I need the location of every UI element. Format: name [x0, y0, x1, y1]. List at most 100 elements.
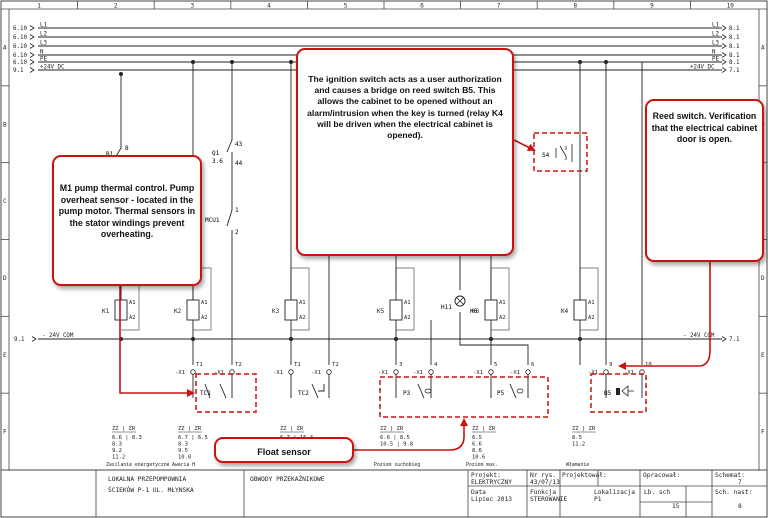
- svg-text:B5: B5: [604, 390, 612, 397]
- svg-text:43: 43: [235, 141, 243, 148]
- rail-left-ref: 6.10: [13, 44, 27, 50]
- float-switch-p3: P3: [395, 380, 432, 399]
- location-value: P1: [594, 496, 602, 503]
- terminal-T2: T2-X1: [311, 362, 339, 380]
- terminal-T2: T2 -X1: [214, 362, 242, 380]
- svg-text:T1: T1: [294, 362, 301, 368]
- svg-text:Włamanie: Włamanie: [566, 462, 589, 468]
- svg-text:Poziom max.: Poziom max.: [466, 462, 498, 468]
- svg-text:-X1: -X1: [624, 370, 634, 376]
- rail-left-ref: 6.10: [13, 60, 27, 66]
- svg-text:9.5: 9.5: [178, 448, 188, 454]
- svg-text:9: 9: [609, 362, 612, 368]
- rail-arrow: [721, 34, 727, 40]
- svg-text:1: 1: [235, 207, 239, 214]
- svg-text:5: 5: [494, 362, 497, 368]
- project-value: ELEKTRYCZNY: [471, 479, 512, 486]
- ignition-arrow: [513, 139, 536, 151]
- rail-left-ref: 9.1: [13, 68, 24, 74]
- svg-text:9.2: 9.2: [112, 448, 122, 454]
- rail-right-label: +24V DC: [690, 65, 715, 71]
- row-grid: AABBCCDDEEFF: [1, 44, 767, 436]
- b5-highlight-box: [590, 373, 647, 413]
- svg-text:6.6 | 8.5: 6.6 | 8.5: [380, 435, 410, 441]
- row-letter: D: [3, 275, 7, 282]
- rail-arrow: [29, 67, 35, 73]
- svg-text:Lokalizacja: Lokalizacja: [594, 489, 635, 496]
- float-switch-highlight-box: [379, 376, 549, 418]
- svg-text:K2: K2: [174, 308, 182, 315]
- terminal-9: 9 -X1: [588, 362, 612, 380]
- svg-text:MCU1: MCU1: [205, 217, 220, 224]
- sheet-title: OBWODY PRZEKAŹNIKOWE: [250, 474, 325, 483]
- rail-right-ref: 8.1: [729, 60, 740, 66]
- rail-right-ref: 8.1: [729, 35, 740, 41]
- svg-text:K4: K4: [561, 308, 569, 315]
- svg-text:K5: K5: [377, 308, 385, 315]
- svg-text:A1: A1: [201, 300, 208, 306]
- rail-right-label: L3: [712, 41, 719, 47]
- row-letter: B: [3, 121, 7, 128]
- svg-text:-X1: -X1: [473, 370, 483, 376]
- thermal-control-callout: M1 pump thermal control. Pump overheat s…: [52, 155, 202, 286]
- reed-switch-callout: Reed switch. Verification that the elect…: [645, 99, 764, 262]
- column-number: 7: [497, 3, 501, 10]
- rail-right-label: PE: [712, 57, 719, 63]
- key-switch-s4: S4: [533, 132, 588, 172]
- svg-text:Projekt:: Projekt:: [471, 472, 501, 479]
- rail-left-label: +24V DC: [40, 65, 65, 71]
- svg-text:4: 4: [434, 362, 438, 368]
- svg-text:K1: K1: [102, 308, 110, 315]
- svg-text:6.6 | 8.3: 6.6 | 8.3: [112, 435, 142, 441]
- rail-arrow: [721, 67, 727, 73]
- svg-text:-X1: -X1: [214, 370, 224, 376]
- highlight-boxes: [195, 373, 647, 418]
- rail-right-ref: 8.1: [729, 53, 740, 59]
- rail-arrow: [721, 25, 727, 31]
- svg-text:T1: T1: [196, 362, 203, 368]
- svg-text:ZZ | ZR: ZZ | ZR: [280, 426, 304, 432]
- svg-text:10.5 | 9.8: 10.5 | 9.8: [380, 442, 413, 448]
- terminal-T1: T1-X1: [273, 362, 301, 380]
- svg-text:44: 44: [235, 160, 243, 167]
- svg-text:P5: P5: [497, 390, 505, 397]
- rail-arrow: [29, 52, 35, 58]
- rail-right-ref: 8.1: [729, 26, 740, 32]
- lamp-h11: H11: [441, 295, 466, 311]
- column-number: 1: [37, 3, 41, 10]
- rail-right-label: N: [712, 50, 716, 56]
- row-letter: F: [761, 429, 765, 436]
- svg-text:H11: H11: [441, 304, 452, 311]
- rail-right-label: L2: [712, 32, 719, 38]
- com-left-ref: 9.1: [14, 337, 25, 343]
- column-number: 5: [344, 3, 348, 10]
- reed-callout-text: Reed switch. Verification that the elect…: [651, 111, 758, 145]
- svg-text:2: 2: [235, 229, 239, 236]
- thermal-callout-text: M1 pump thermal control. Pump overheat s…: [58, 183, 196, 240]
- rail-left-label: L3: [40, 41, 47, 47]
- svg-text:6.7 | 6.5: 6.7 | 6.5: [178, 435, 208, 441]
- svg-text:-X1: -X1: [588, 370, 598, 376]
- svg-text:K3: K3: [272, 308, 280, 315]
- svg-text:3: 3: [399, 362, 402, 368]
- svg-text:-X1: -X1: [378, 370, 388, 376]
- thermal-contact-tc2: TC2: [290, 380, 330, 399]
- rail-left-ref: 6.10: [13, 53, 27, 59]
- svg-text:8.6: 8.6: [472, 448, 482, 454]
- terminal-10: 10-X1: [624, 362, 652, 380]
- row-letter: D: [761, 275, 765, 282]
- svg-text:8.3: 8.3: [178, 442, 188, 448]
- thermal-arrow: [119, 286, 195, 397]
- svg-text:T2: T2: [235, 362, 242, 368]
- svg-text:A2: A2: [404, 315, 411, 321]
- svg-text:-X1: -X1: [413, 370, 423, 376]
